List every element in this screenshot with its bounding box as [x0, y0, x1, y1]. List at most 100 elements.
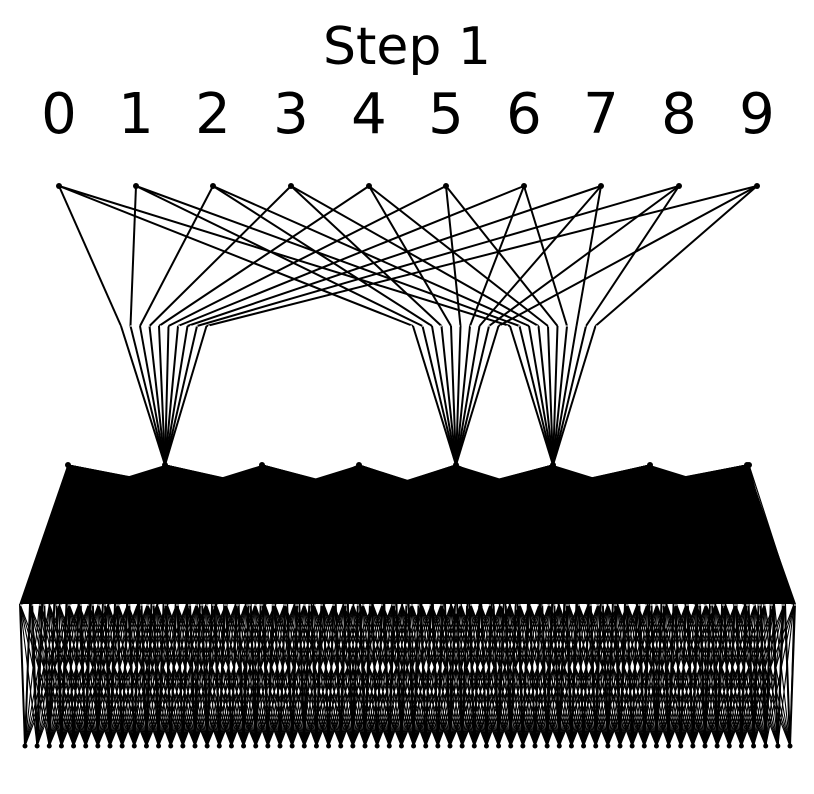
edge-band-output: [570, 603, 599, 747]
output-node: [641, 743, 647, 749]
edge-input-hidden1: [585, 185, 680, 327]
edge-input-hidden1: [212, 185, 433, 327]
edge-input-hidden1: [290, 185, 539, 327]
edge-output-spike: [395, 603, 403, 747]
edge-output-spike: [303, 603, 311, 747]
edge-band-output: [352, 603, 413, 747]
output-node: [277, 743, 283, 749]
output-node: [447, 743, 453, 749]
edge-output-spike: [121, 603, 129, 747]
edge-output-spike: [169, 603, 177, 747]
edge-band-output: [267, 603, 325, 747]
edge-hidden2-band: [587, 464, 750, 605]
output-node: [678, 743, 684, 749]
output-node: [265, 743, 271, 749]
edge-band-output: [510, 603, 570, 747]
edge-output-spike: [655, 603, 663, 747]
edge-output-spike: [431, 603, 439, 747]
edge-output-spike: [735, 603, 743, 747]
edge-output-spike: [485, 603, 493, 747]
edge-band-output: [36, 603, 50, 747]
edge-output-spike: [249, 603, 257, 747]
edge-band-output: [340, 603, 364, 747]
edge-output-spike: [213, 603, 221, 747]
hidden2-node: [647, 462, 653, 468]
edge-hidden2-band: [568, 464, 750, 605]
edge-band-output: [619, 603, 677, 747]
edge-band-output: [60, 603, 99, 747]
input-node: [133, 183, 139, 189]
edge-output-spike: [43, 603, 51, 747]
edge-output-spike: [346, 603, 354, 747]
edge-band-output: [267, 603, 286, 747]
edge-band-output: [668, 603, 707, 747]
edge-hidden2-band: [548, 464, 750, 605]
output-node: [398, 743, 404, 749]
edge-hidden2-band: [715, 464, 750, 605]
edge-output-spike: [468, 603, 476, 747]
edge-hidden1-hidden2: [552, 325, 559, 466]
edge-hidden1-hidden2: [552, 325, 578, 466]
output-node: [423, 743, 429, 749]
edge-hidden2-band: [421, 464, 750, 605]
edge-output-spike: [728, 603, 736, 747]
edge-output-spike: [206, 603, 214, 747]
edge-band-output: [692, 603, 717, 747]
edge-band-output: [437, 603, 472, 747]
edge-output-spike: [764, 603, 772, 747]
edge-output-spike: [553, 603, 561, 747]
edge-hidden2-band: [480, 464, 750, 605]
edge-band-output: [109, 603, 158, 747]
edge-band-output: [243, 603, 256, 747]
edge-output-spike: [116, 603, 124, 747]
edge-output-spike: [157, 603, 165, 747]
edge-band-output: [133, 603, 168, 747]
edge-output-spike: [96, 603, 104, 747]
edge-hidden2-band: [411, 464, 750, 605]
edge-band-output: [267, 603, 315, 747]
output-node: [58, 743, 64, 749]
edge-band-output: [498, 603, 511, 747]
edge-input-hidden1: [158, 185, 370, 327]
output-node: [313, 743, 319, 749]
output-node: [702, 743, 708, 749]
edge-band-output: [24, 603, 41, 747]
edge-hidden1-hidden2: [412, 325, 457, 466]
edge-hidden1-hidden2: [455, 325, 481, 466]
edge-hidden1-hidden2: [509, 325, 554, 466]
edge-hidden2-band: [529, 464, 750, 605]
edge-input-hidden1: [368, 185, 549, 327]
edge-band-output: [753, 603, 795, 747]
output-node: [119, 743, 125, 749]
edge-band-output: [315, 603, 374, 747]
edge-band-output: [48, 603, 109, 747]
output-node: [751, 743, 757, 749]
edge-hidden2-band: [470, 464, 750, 605]
edge-output-spike: [419, 603, 427, 747]
edge-output-spike: [140, 603, 148, 747]
edge-band-output: [716, 603, 775, 747]
edge-hidden2-band: [646, 464, 750, 605]
edge-hidden2-band: [656, 464, 750, 605]
edge-band-output: [643, 603, 658, 747]
edge-output-spike: [631, 603, 639, 747]
edge-band-output: [595, 603, 648, 747]
edge-output-spike: [24, 603, 31, 747]
edge-input-hidden1: [139, 185, 214, 327]
edge-output-spike: [516, 603, 524, 747]
edge-input-hidden1: [478, 185, 602, 327]
edge-output-spike: [412, 603, 420, 747]
edge-output-spike: [546, 603, 554, 747]
edge-band-output: [413, 603, 462, 747]
output-node: [726, 743, 732, 749]
edge-hidden1-hidden2: [431, 325, 457, 466]
edge-input-hidden1: [488, 185, 680, 327]
edge-output-spike: [577, 603, 585, 747]
edge-hidden1-hidden2: [455, 325, 500, 466]
edge-hidden1-hidden2: [552, 325, 587, 466]
edge-input-hidden1: [523, 185, 568, 327]
edge-output-spike: [643, 603, 651, 747]
edge-band-output: [777, 603, 795, 747]
edge-band-output: [388, 603, 423, 747]
